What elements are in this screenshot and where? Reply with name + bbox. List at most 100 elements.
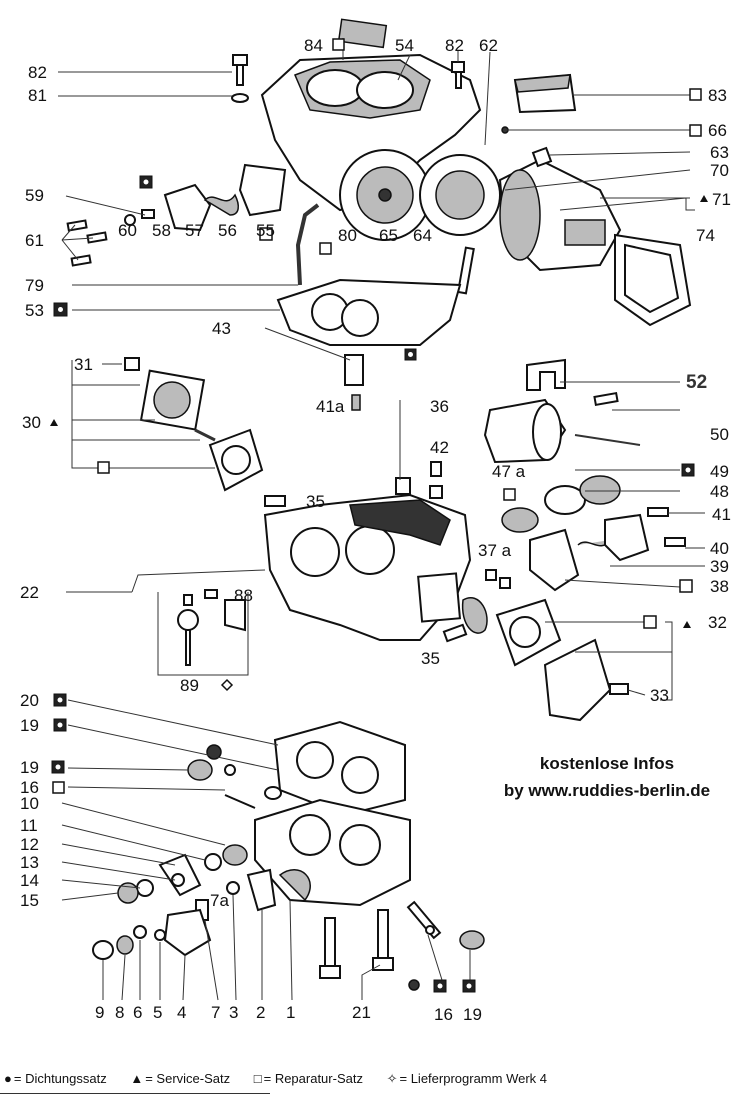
- callout-83: 83: [708, 86, 727, 105]
- callout-42: 42: [430, 438, 449, 457]
- callout-labels: 84 54 82 62 82 81 83 66 63 70 71 59 61 6…: [20, 36, 731, 1024]
- callout-43: 43: [212, 319, 231, 338]
- legend-label: = Reparatur-Satz: [263, 1071, 363, 1086]
- callout-5: 5: [153, 1003, 162, 1022]
- service-kit-marker: [700, 195, 708, 202]
- kit-markers: [50, 38, 708, 993]
- filled-triangle-icon: ▲: [130, 1071, 144, 1086]
- callout-32: 32: [708, 613, 727, 632]
- callout-39: 39: [710, 557, 729, 576]
- info-line-1: kostenlose Infos: [539, 754, 675, 773]
- callout-2: 2: [256, 1003, 265, 1022]
- callout-33: 33: [650, 686, 669, 705]
- callout-31: 31: [74, 355, 93, 374]
- callout-57: 57: [185, 221, 204, 240]
- callout-35-top: 35: [306, 492, 325, 511]
- callout-81: 81: [28, 86, 47, 105]
- repair-kit-marker: [319, 242, 332, 255]
- callout-3: 3: [229, 1003, 238, 1022]
- leader-lines: [58, 38, 705, 1001]
- supply-program-marker: [220, 678, 234, 692]
- top-cover-assembly: [66, 18, 692, 411]
- legend-item-supply-program: ✧= Lieferprogramm Werk 4: [387, 1071, 547, 1087]
- base-assembly: [92, 720, 485, 991]
- callout-41a: 41a: [316, 397, 345, 416]
- callout-16: 16: [20, 778, 39, 797]
- callout-64: 64: [413, 226, 432, 245]
- callout-82-top: 82: [445, 36, 464, 55]
- callout-22: 22: [20, 583, 39, 602]
- hollow-square-icon: □: [253, 1071, 262, 1086]
- callout-38: 38: [710, 577, 729, 596]
- legend: ●= Dichtungssatz ▲= Service-Satz □= Repa…: [4, 1071, 744, 1087]
- callout-61: 61: [25, 231, 44, 250]
- callout-65: 65: [379, 226, 398, 245]
- callout-21: 21: [352, 1003, 371, 1022]
- callout-7a: 7a: [210, 891, 229, 910]
- callout-14: 14: [20, 871, 39, 890]
- callout-6: 6: [133, 1003, 142, 1022]
- legend-divider: [0, 1093, 270, 1094]
- service-kit-marker: [683, 621, 691, 628]
- repair-kit-marker: [259, 227, 273, 241]
- callout-16-bottom: 16: [434, 1005, 453, 1024]
- callout-55: 55: [256, 221, 275, 240]
- repair-kit-marker: [503, 488, 516, 501]
- callout-56: 56: [218, 221, 237, 240]
- callout-19-b: 19: [20, 758, 39, 777]
- callout-54: 54: [395, 36, 414, 55]
- callout-19-a: 19: [20, 716, 39, 735]
- legend-label: = Dichtungssatz: [13, 1071, 107, 1086]
- callout-89: 89: [180, 676, 199, 695]
- callout-48: 48: [710, 482, 729, 501]
- legend-item-repair-kit: □= Reparatur-Satz: [254, 1071, 363, 1086]
- callout-60: 60: [118, 221, 137, 240]
- callout-41: 41: [712, 505, 731, 524]
- diamond-icon: ✧: [386, 1071, 398, 1086]
- callout-11: 11: [20, 816, 38, 835]
- callout-15: 15: [20, 891, 39, 910]
- callout-84: 84: [304, 36, 323, 55]
- legend-item-service-kit: ▲= Service-Satz: [130, 1071, 230, 1086]
- callout-63: 63: [710, 143, 729, 162]
- callout-47a: 47 a: [492, 462, 526, 481]
- filled-circle-icon: ●: [4, 1071, 12, 1086]
- info-block: kostenlose Infos by www.ruddies-berlin.d…: [472, 750, 742, 804]
- callout-13: 13: [20, 853, 39, 872]
- callout-58: 58: [152, 221, 171, 240]
- callout-88: 88: [234, 586, 253, 605]
- callout-9: 9: [95, 1003, 104, 1022]
- callout-35-bottom: 35: [421, 649, 440, 668]
- main-body-assembly: [124, 357, 686, 722]
- service-kit-marker: [50, 419, 58, 426]
- callout-30: 30: [22, 413, 41, 432]
- callout-49: 49: [710, 462, 729, 481]
- callout-37a: 37 a: [478, 541, 512, 560]
- callout-7: 7: [211, 1003, 220, 1022]
- callout-62: 62: [479, 36, 498, 55]
- callout-70: 70: [710, 161, 729, 180]
- legend-label: = Lieferprogramm Werk 4: [399, 1071, 548, 1086]
- callout-36: 36: [430, 397, 449, 416]
- callout-19-bottom: 19: [463, 1005, 482, 1024]
- callout-66: 66: [708, 121, 727, 140]
- repair-kit-marker: [689, 124, 702, 137]
- callout-52: 52: [686, 372, 707, 393]
- callout-4: 4: [177, 1003, 186, 1022]
- callout-50: 50: [710, 425, 729, 444]
- callout-10: 10: [20, 794, 39, 813]
- repair-kit-marker: [332, 38, 345, 51]
- repair-kit-marker: [97, 461, 110, 474]
- callout-74: 74: [696, 226, 715, 245]
- callout-80: 80: [338, 226, 357, 245]
- callout-12: 12: [20, 835, 39, 854]
- info-line-2: by www.ruddies-berlin.de: [503, 781, 711, 800]
- legend-label: = Service-Satz: [145, 1071, 231, 1086]
- callout-82: 82: [28, 63, 47, 82]
- legend-item-gasket-kit: ●= Dichtungssatz: [4, 1071, 107, 1086]
- repair-kit-marker: [689, 88, 702, 101]
- callout-8: 8: [115, 1003, 124, 1022]
- callout-53: 53: [25, 301, 44, 320]
- callout-59: 59: [25, 186, 44, 205]
